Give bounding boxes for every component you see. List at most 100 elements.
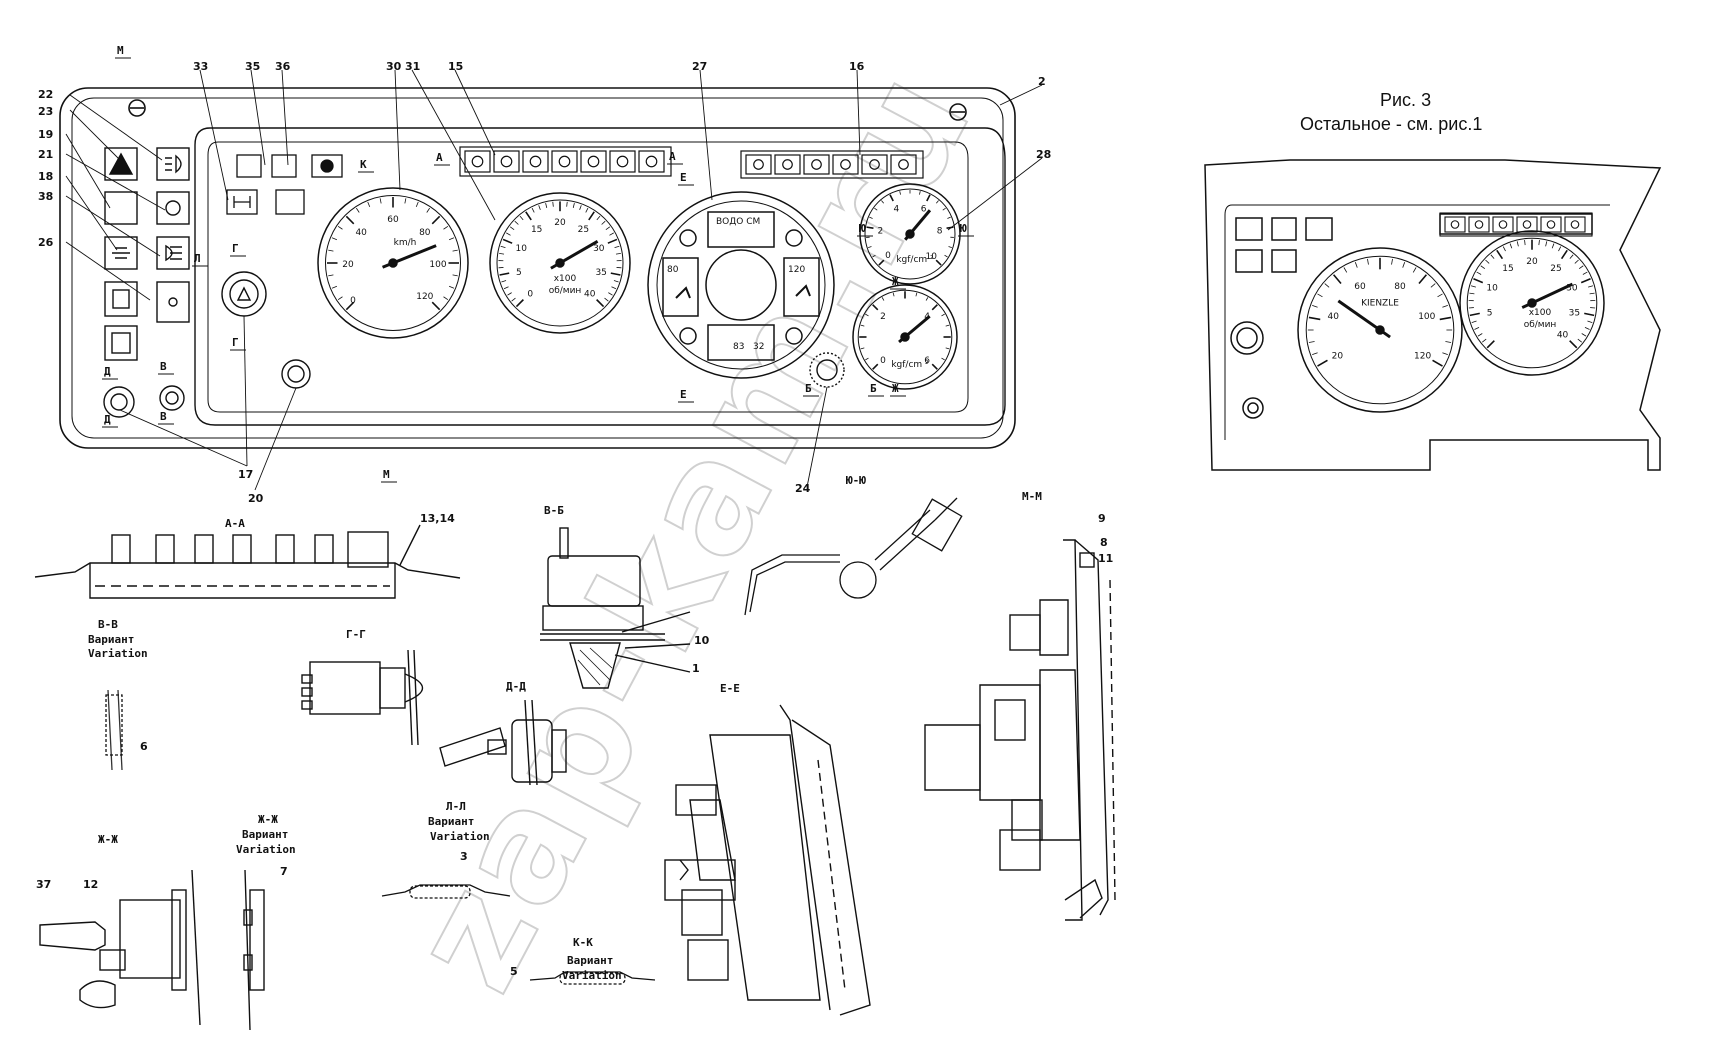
- callout-11: 11: [1098, 552, 1113, 565]
- section-label-aa: А-А: [225, 517, 245, 530]
- lamp-right-lamp-symbol: [754, 160, 764, 170]
- tachometer-tick: [567, 202, 568, 207]
- switch-33: [237, 155, 261, 177]
- lamp-variant-lamp-symbol: [1571, 221, 1579, 229]
- speedometer-tick: [338, 226, 342, 229]
- variant-speedometer-tick: [1325, 284, 1329, 288]
- lamp-left-lamp-symbol: [501, 156, 512, 167]
- pressure-gauge-top-tick-label: 2: [878, 226, 884, 236]
- lamp-right-lamp: [746, 155, 771, 174]
- pressure-gauge-bottom-tick: [946, 325, 950, 326]
- callout-35: 35: [245, 60, 260, 73]
- callout-2: 2: [1038, 75, 1046, 88]
- tachometer-tick: [504, 287, 508, 289]
- tachometer-tick: [506, 233, 510, 235]
- tachometer-tick: [546, 203, 547, 208]
- variant-speedometer: [1298, 248, 1462, 412]
- callout-30: 30: [386, 60, 402, 73]
- lamp-left-lamp: [610, 151, 635, 172]
- lamp-left-lamp-symbol: [646, 156, 657, 167]
- variant-speedometer-tick: [1318, 294, 1323, 297]
- section-label-zhzh1: Ж-Ж: [98, 833, 118, 846]
- tachometer-tick: [515, 221, 519, 224]
- tachometer-tick: [573, 203, 574, 208]
- variant-tachometer-tick-label: 10: [1486, 283, 1498, 293]
- combination-value-right: 120: [788, 265, 805, 275]
- lamp-variant-lamp-symbol: [1547, 221, 1555, 229]
- speedometer-tick: [328, 250, 333, 251]
- variant-tachometer-tick: [1469, 293, 1474, 294]
- lamp-variant-lamp: [1445, 217, 1465, 232]
- variant-tachometer-tick: [1487, 341, 1494, 348]
- variant-speedometer-tick-label: 120: [1414, 352, 1431, 362]
- section-label-yuyu: Ю-Ю: [846, 474, 866, 487]
- tachometer-tick-label: 25: [578, 225, 589, 235]
- callout-20: 20: [248, 492, 264, 505]
- pressure-gauge-bottom-tick: [941, 314, 944, 316]
- callout-3: 3: [460, 850, 468, 863]
- switch-interior-light: [157, 282, 189, 322]
- variant-tachometer-tick: [1478, 333, 1482, 336]
- variant-tachometer-tick: [1510, 244, 1512, 249]
- callout-33: 33: [193, 60, 208, 73]
- variant-tachometer-unit2: об/мин: [1524, 320, 1557, 330]
- speedometer-tick: [444, 226, 448, 229]
- variant-tachometer-tick: [1474, 327, 1479, 329]
- lamp-left-lamp-symbol: [530, 156, 541, 167]
- callout-12: 12: [83, 878, 98, 891]
- lamp-variant-lamp-symbol: [1523, 221, 1531, 229]
- variant-speedometer-tick: [1318, 360, 1328, 366]
- callout-27: 27: [692, 60, 707, 73]
- variant-tachometer-tick: [1503, 247, 1505, 251]
- combination-top-text: ВОДО СМ: [716, 217, 760, 227]
- variant-tachometer-tick: [1578, 339, 1582, 342]
- speedometer-tick: [427, 208, 430, 212]
- pressure-gauge-bottom-tick-label: 2: [880, 312, 886, 322]
- section-mark: Г: [232, 242, 239, 255]
- variant-speedometer-tick: [1312, 305, 1317, 307]
- variant-speedometer-tick-label: 20: [1332, 352, 1344, 362]
- pressure-gauge-bottom-tick: [932, 305, 937, 310]
- combination-bottom-text: 32: [753, 342, 764, 352]
- variant-label-kk: Вариант: [567, 954, 613, 967]
- figure-title: Рис. 3: [1380, 90, 1431, 110]
- variant-speedometer-tick: [1433, 360, 1443, 366]
- tachometer-tick: [608, 293, 612, 296]
- speedometer-tick: [432, 216, 439, 223]
- watermark-text: zap-kam.ru: [378, 41, 1007, 1017]
- pressure-gauge-bottom-tick: [946, 348, 950, 349]
- variant-tachometer-tick-label: 40: [1557, 331, 1569, 341]
- variant-tachometer-tick: [1590, 293, 1595, 294]
- section-view-vv: [106, 690, 122, 770]
- variant-tachometer-tick: [1477, 272, 1481, 274]
- variant-tachometer-tick: [1481, 266, 1485, 269]
- callout-22: 22: [38, 88, 53, 101]
- section-label-vb: В-Б: [544, 504, 564, 517]
- callout-36: 36: [275, 60, 291, 73]
- pressure-gauge-bottom-tick: [926, 297, 928, 300]
- callout-19: 19: [38, 128, 53, 141]
- tachometer-tick-label: 40: [584, 290, 596, 300]
- callout-15: 15: [448, 60, 463, 73]
- section-mark: М: [117, 44, 124, 57]
- pressure-gauge-top-zero: 0: [885, 251, 891, 261]
- speedometer-tick: [405, 198, 406, 203]
- combination-value-left: 80: [667, 265, 679, 275]
- variant-tachometer-tick: [1558, 247, 1560, 251]
- callout-28: 28: [1036, 148, 1051, 161]
- variant-speedometer-tick: [1445, 342, 1451, 343]
- tachometer-tick: [589, 212, 594, 220]
- lamp-variant-lamp: [1541, 217, 1561, 232]
- variant-tachometer-tick: [1472, 321, 1477, 323]
- tachometer-tick: [597, 216, 600, 220]
- callout-31: 31: [405, 60, 420, 73]
- variant-speedometer-tick: [1440, 317, 1451, 319]
- variant-tachometer-tick-label: 25: [1550, 264, 1561, 274]
- variant-tachometer-tick: [1584, 313, 1594, 315]
- tachometer-tick: [539, 205, 541, 210]
- lamp-left-lamp-symbol: [617, 156, 628, 167]
- tachometer-tick: [520, 216, 523, 220]
- switch-fog-lamp: [157, 148, 189, 180]
- pressure-gauge-top-tick-label: 4: [894, 204, 900, 214]
